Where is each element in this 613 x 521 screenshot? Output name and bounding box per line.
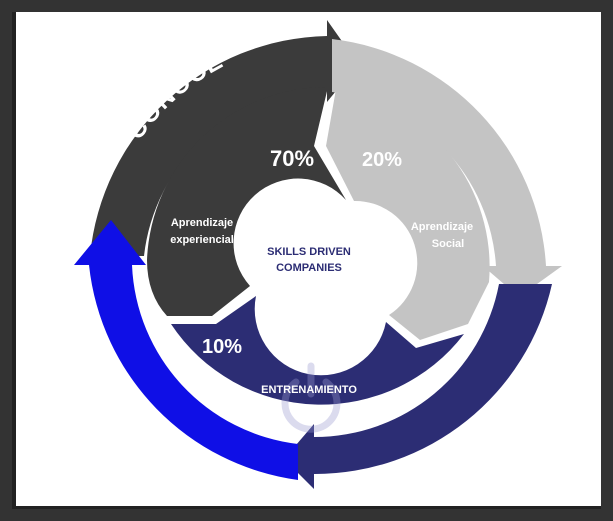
- mide-arrow: [284, 284, 552, 489]
- segment-70-experiencial: [147, 86, 346, 316]
- center-circle: [249, 194, 369, 314]
- segment-20-social: [326, 89, 490, 340]
- center-title-line1: SKILLS DRIVEN: [267, 246, 351, 258]
- segment-10-percent: 10%: [202, 336, 242, 358]
- power-icon: [281, 362, 341, 433]
- escala-arrow: [74, 220, 298, 480]
- segment-70-label-line1: Aprendizaje: [171, 217, 233, 229]
- segment-10-entrenamiento: [171, 296, 464, 405]
- diagram-frame: SKILLS DRIVEN COMPANIES CONOCE PLANIFICA…: [12, 12, 601, 509]
- segment-70-label-line2: experiencial: [170, 234, 234, 246]
- segment-70-percent: 70%: [270, 146, 314, 171]
- learning-cycle-diagram: SKILLS DRIVEN COMPANIES CONOCE PLANIFICA…: [74, 20, 562, 489]
- segment-20-label-line2: Social: [432, 238, 464, 250]
- planifica-arrow: [332, 39, 562, 297]
- conoce-arrow: [90, 20, 358, 256]
- segment-20-label-line1: Aprendizaje: [411, 221, 473, 233]
- segment-20-percent: 20%: [362, 149, 402, 171]
- segment-10-label: ENTRENAMIENTO: [261, 384, 357, 396]
- center-title-line2: COMPANIES: [276, 262, 342, 274]
